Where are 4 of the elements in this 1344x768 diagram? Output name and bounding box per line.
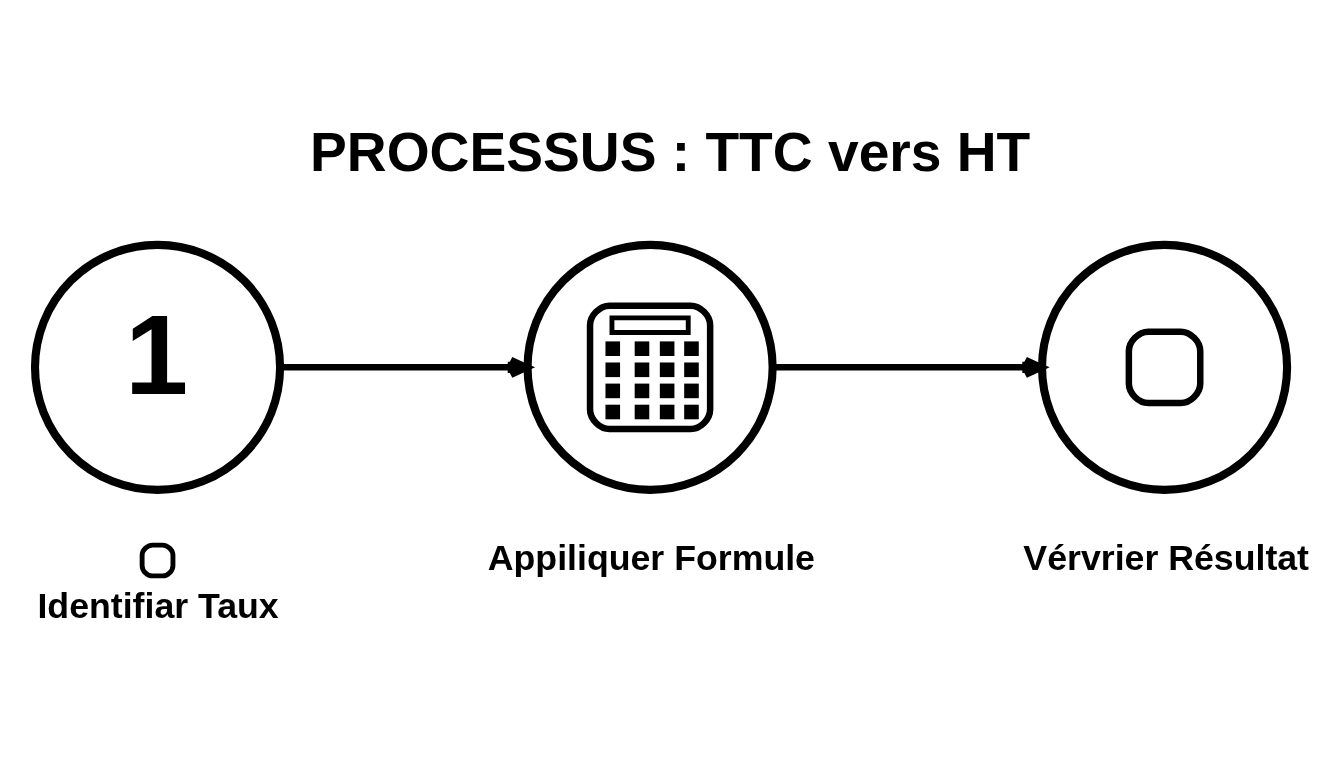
- node-label: Identifiar Taux: [37, 586, 279, 627]
- node-label: Vérvrier Résultat: [1023, 537, 1309, 578]
- diagram-title: PROCESSUS : TTC vers HT: [310, 120, 1031, 183]
- node-label: Appiliquer Formule: [487, 537, 815, 578]
